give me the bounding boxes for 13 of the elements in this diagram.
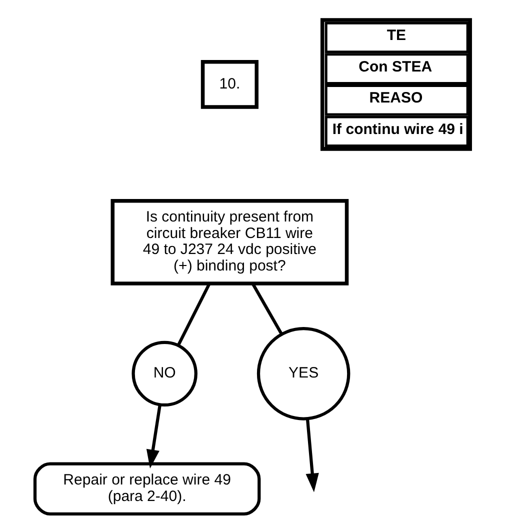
node-box: 10. xyxy=(200,60,258,109)
node-box: Repair or replace wire 49 (para 2-40). xyxy=(32,462,260,516)
label: TE xyxy=(386,27,406,44)
arrow xyxy=(146,404,161,468)
label: If continu wire 49 i xyxy=(332,121,463,138)
connector xyxy=(176,282,210,346)
label: Con STEA xyxy=(358,58,432,76)
node-box: Is continuity present from circuit breaker CB11 wire 49 to J237 24 vdc positive (+) binding post? xyxy=(110,199,348,286)
node-circle: NO xyxy=(131,340,197,407)
label: REASO xyxy=(368,90,422,107)
node-circle: YES xyxy=(256,327,350,420)
arrow xyxy=(305,418,318,492)
connector xyxy=(250,282,282,335)
